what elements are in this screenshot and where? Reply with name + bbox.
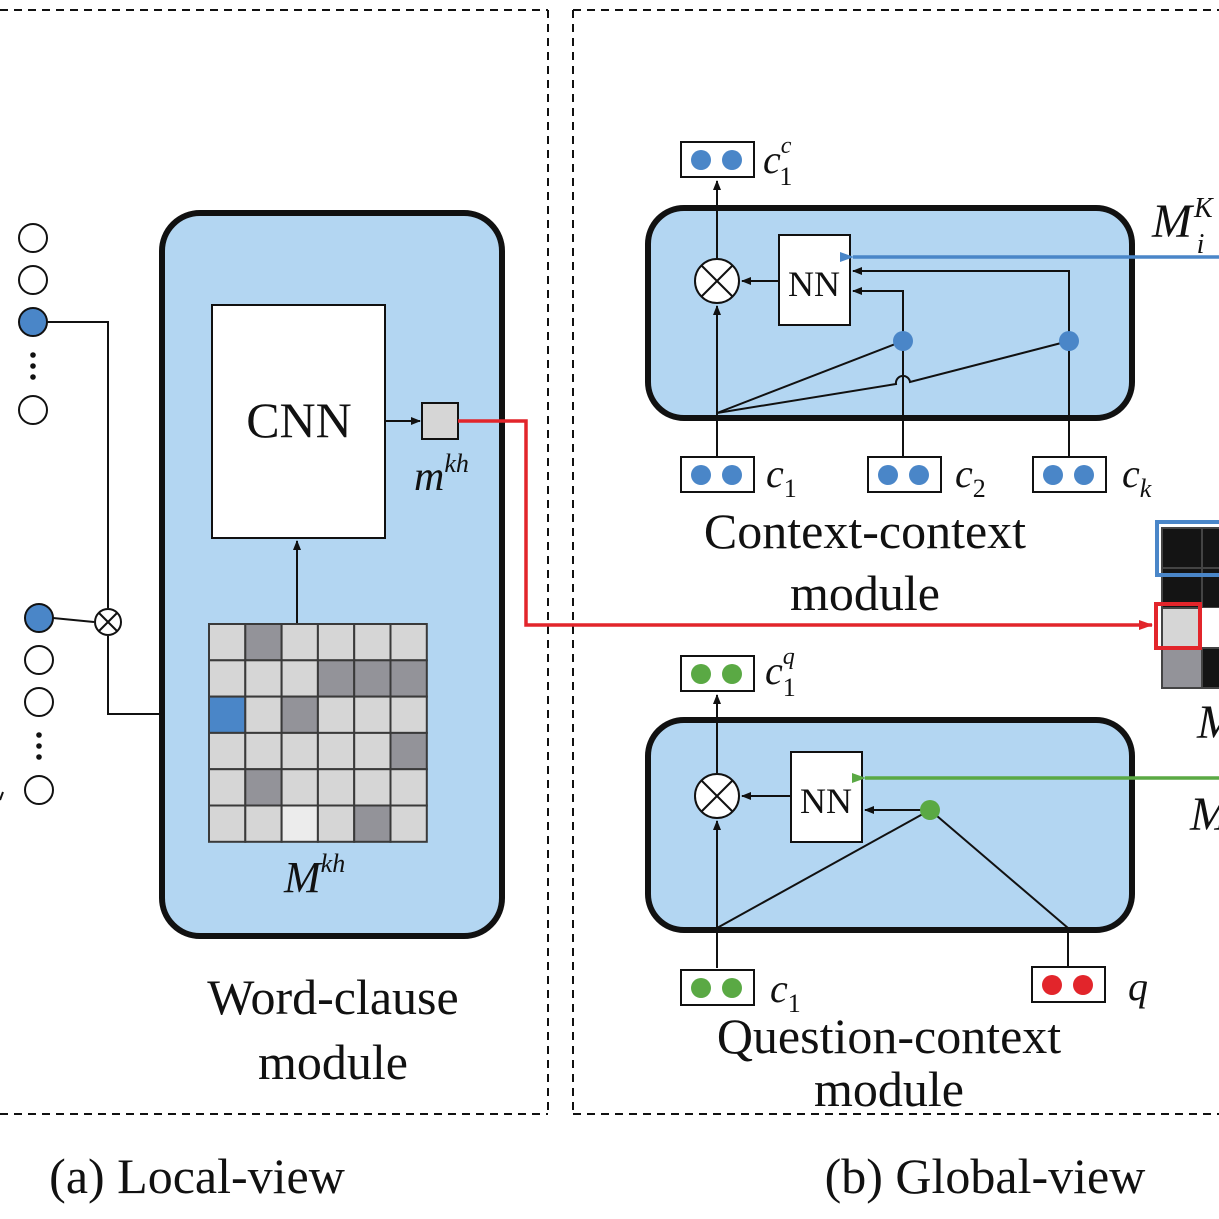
- global-matrix-label: M: [1196, 696, 1219, 749]
- m-kh-cell: [208, 695, 247, 734]
- m-kh-matrix-label: Mkh: [283, 849, 345, 902]
- cc-node-2: [1059, 331, 1079, 351]
- cnn-label: CNN: [246, 392, 352, 448]
- caption-local-view: (a) Local-view: [49, 1148, 345, 1204]
- m-kh-cell: [353, 768, 392, 807]
- cc-input-k: [1032, 456, 1107, 493]
- m-kh-cell: [389, 695, 428, 734]
- m-kh-label: mkh: [414, 449, 469, 500]
- m-kh-cell: [316, 731, 356, 771]
- m-kh-cell: [316, 659, 356, 698]
- m-kh-cell: [280, 804, 319, 843]
- question-context-module-box: [645, 717, 1135, 933]
- m-kh-cell: [280, 659, 319, 698]
- m-kh-cell: [244, 804, 283, 843]
- word-nodes-bottom: [24, 603, 54, 805]
- cnn-box: [211, 304, 386, 539]
- m-kh-cell: [208, 659, 247, 698]
- m-kh-cell: [280, 768, 319, 807]
- qc-internal-lines: [713, 806, 1069, 968]
- m-kh-cell: [353, 804, 392, 843]
- m-kh-cell: [208, 623, 247, 662]
- qc-label-line2: module: [814, 1061, 964, 1117]
- m-kh-cell: [244, 768, 283, 807]
- m-kh-matrix: [208, 623, 428, 843]
- m-kh-cell: [389, 659, 428, 698]
- qc-nn-label: NN: [800, 781, 852, 821]
- m-kh-cell: [353, 695, 392, 734]
- m-kh-cell: [280, 695, 319, 734]
- cc-node-1: [893, 331, 913, 351]
- cc-input-1: [680, 456, 755, 493]
- qc-input-q: [1031, 966, 1106, 1003]
- cc-nn-label: NN: [788, 264, 840, 304]
- m-kh-cell: [208, 731, 247, 771]
- m-kh-cell: [244, 659, 283, 698]
- m-kh-cell: [244, 731, 283, 771]
- m-kh-cell: [280, 623, 319, 662]
- qc-multiply-icon: [694, 773, 740, 819]
- m-kh-cell: [353, 731, 392, 771]
- cc-multiply-icon: [694, 258, 740, 304]
- red-connector-arrow: [458, 419, 1153, 630]
- m-kh-cell: [208, 768, 247, 807]
- cc-input-2-label: c2: [955, 451, 986, 503]
- cc-input-1-label: c1: [766, 451, 797, 503]
- qc-input-c1-label: c1: [770, 966, 801, 1018]
- m-kh-cell: [316, 804, 356, 843]
- m-kh-cell: [389, 768, 428, 807]
- m-kh-cell: [353, 623, 392, 662]
- edge-mark: [0, 791, 4, 801]
- m-kh-cell: [316, 623, 356, 662]
- m-kh-cell: [244, 623, 283, 662]
- cc-internal-lines: [713, 267, 1070, 458]
- qc-side-label: M: [1189, 788, 1219, 841]
- word-clause-label-line2: module: [258, 1034, 408, 1090]
- cc-label-line2: module: [790, 565, 940, 621]
- local-multiply-icon: [94, 608, 122, 636]
- context-context-module-box: [645, 205, 1135, 421]
- qc-node: [920, 800, 940, 820]
- word-clause-label-line1: Word-clause: [207, 969, 458, 1025]
- cc-nn-box: [778, 234, 851, 326]
- m-kh-square: [421, 402, 459, 440]
- m-kh-cell: [208, 804, 247, 843]
- m-kh-cell: [244, 695, 283, 734]
- word-nodes-top: [18, 223, 48, 425]
- m-kh-cell: [316, 695, 356, 734]
- panel-borders: [0, 9, 1219, 1115]
- cc-input-2: [867, 456, 942, 493]
- m-kh-cell: [280, 731, 319, 771]
- qc-label-line1: Question-context: [717, 1008, 1061, 1064]
- m-kh-cell: [353, 659, 392, 698]
- m-kh-cell: [389, 804, 428, 843]
- qc-input-c1: [680, 969, 755, 1006]
- cc-label-line1: Context-context: [704, 503, 1026, 559]
- qc-input-q-label: q: [1128, 964, 1148, 1009]
- caption-global-view: (b) Global-view: [825, 1148, 1146, 1204]
- m-kh-cell: [389, 623, 428, 662]
- global-matrix-partial: [1154, 520, 1219, 689]
- m-kh-cell: [316, 768, 356, 807]
- m-kh-cell: [389, 731, 428, 771]
- cc-input-k-label: ck: [1122, 451, 1152, 503]
- qc-nn-box: [790, 751, 863, 843]
